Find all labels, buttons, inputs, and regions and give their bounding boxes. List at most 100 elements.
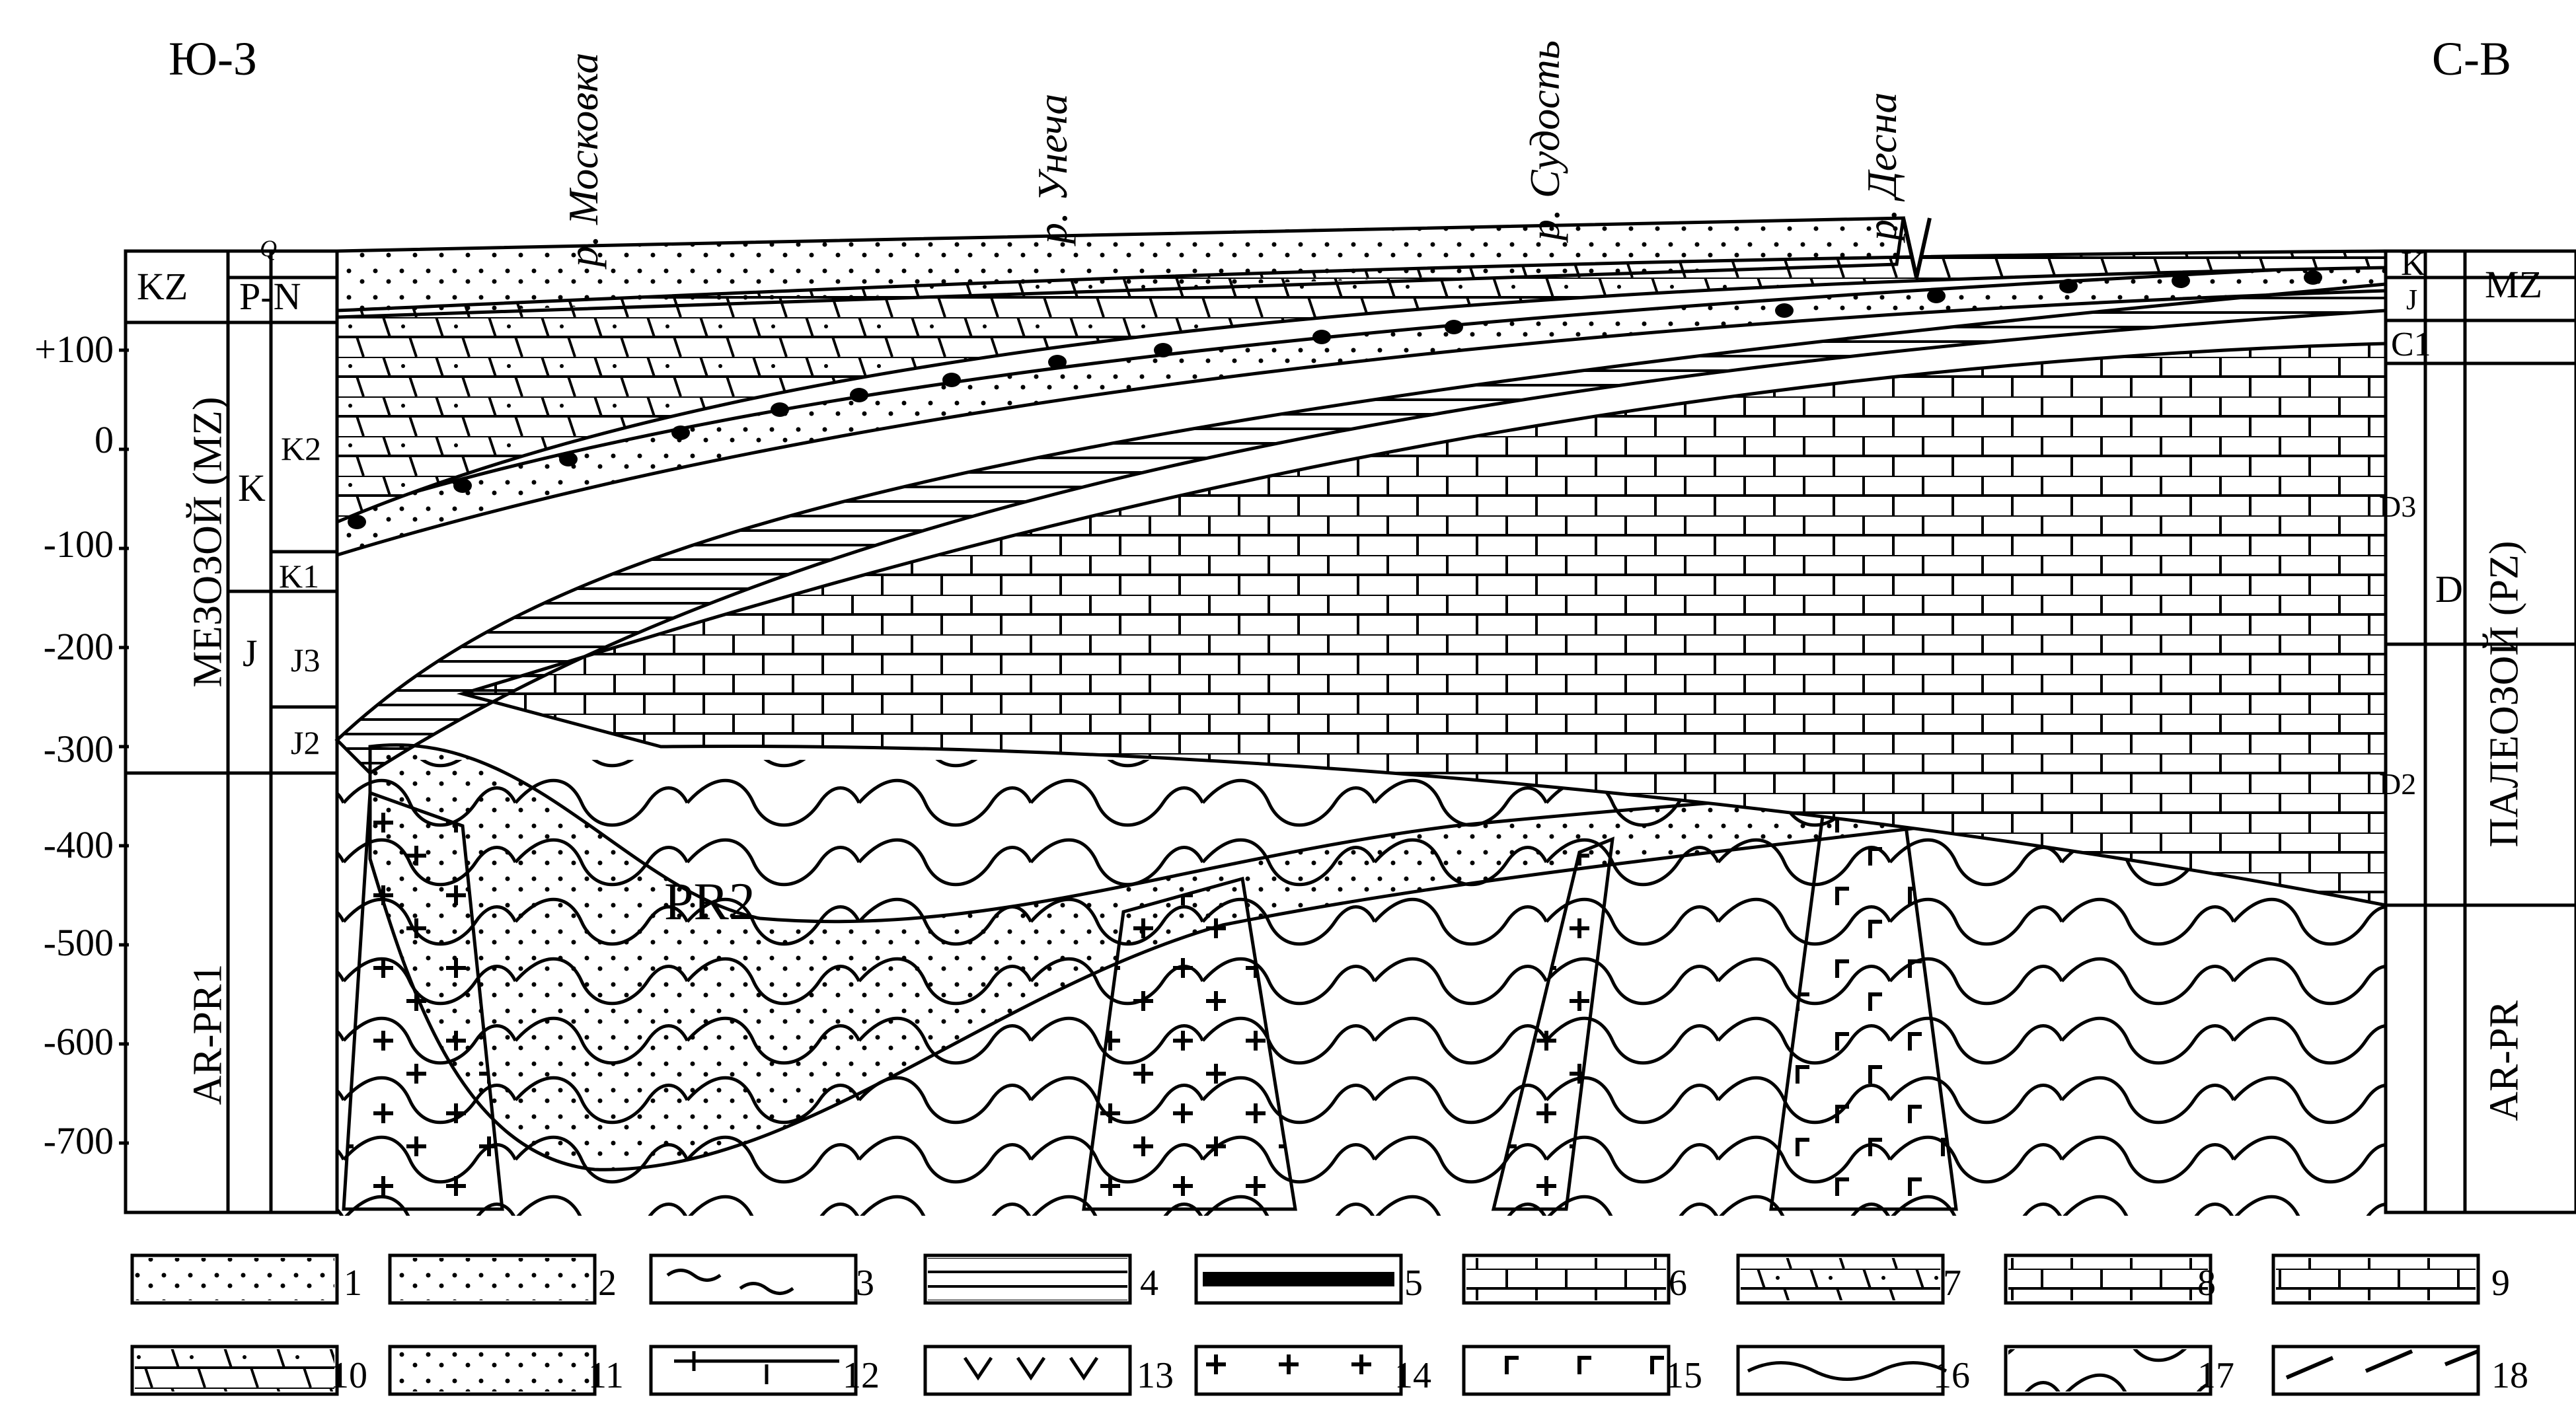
legend-swatch	[1462, 1345, 1671, 1396]
depth-tick: 0	[95, 418, 114, 461]
stage-k2-label: K2	[281, 430, 322, 467]
phosphorite-nodule	[942, 373, 961, 387]
legend-swatch	[130, 1345, 339, 1396]
river-label-unecha: р. Унеча	[1029, 93, 1076, 244]
legend-fill	[2276, 1349, 2476, 1391]
era-kz-label: KZ	[137, 265, 188, 308]
legend-volcanic	[963, 1356, 1099, 1381]
legend-swatch	[649, 1345, 858, 1396]
system-j-label: J	[243, 632, 258, 675]
depth-tick: +100	[34, 328, 114, 371]
era-mz-label: МЕЗОЗОЙ (MZ)	[185, 396, 231, 688]
phosphorite-nodule	[1775, 303, 1794, 318]
legend-fill	[1199, 1349, 1398, 1391]
legend-swatch	[1736, 1253, 1945, 1305]
legend-number: 2	[598, 1263, 617, 1304]
pr2-label: PR2	[664, 873, 755, 931]
column-frame	[2423, 249, 2467, 1214]
phosphorite-nodule	[1048, 355, 1067, 369]
phosphorite-nodule	[850, 388, 868, 402]
legend-swatch	[388, 1345, 597, 1396]
phosphorite-nodule	[559, 452, 578, 466]
depth-tick: -600	[43, 1020, 114, 1063]
right-era-ar-label: AR-PR	[2481, 1000, 2527, 1121]
phosphorite-nodule	[1445, 320, 1463, 334]
legend-number: 15	[1665, 1355, 1702, 1396]
right-system-d-label: D	[2435, 568, 2463, 611]
legend-number: 7	[1943, 1263, 1961, 1304]
depth-tick: -200	[43, 625, 114, 668]
legend-number: 14	[1394, 1355, 1431, 1396]
right-system-j-label: J	[2406, 283, 2418, 316]
system-q-label: Q	[260, 235, 277, 262]
legend-number: 8	[2197, 1263, 2216, 1304]
legend-swatch	[2004, 1253, 2213, 1305]
phosphorite-nodule	[2172, 274, 2190, 288]
legend-dashed	[2285, 1349, 2480, 1380]
legend-number: 13	[1137, 1355, 1174, 1396]
legend-swatch	[1462, 1253, 1671, 1305]
river-label-moskovka: р. Московка	[560, 52, 607, 267]
legend-fill	[1741, 1258, 1940, 1300]
legend-swatch	[923, 1345, 1132, 1396]
legend-number: 1	[344, 1263, 362, 1304]
phosphorite-nodule	[348, 515, 366, 529]
legend-fill	[2008, 1349, 2208, 1391]
legend-fill	[135, 1349, 334, 1391]
subdivision-d2-label: D2	[2379, 767, 2417, 801]
legend-wavy	[666, 1269, 794, 1295]
legend-swatch	[923, 1253, 1132, 1305]
depth-tick: -300	[43, 727, 114, 770]
legend-fill	[2008, 1258, 2208, 1300]
legend-swatch	[649, 1253, 858, 1305]
legend-number: 11	[588, 1355, 624, 1396]
legend-number: 3	[856, 1263, 874, 1304]
right-system-k-label: K	[2401, 245, 2426, 283]
phosphorite-nodule	[771, 402, 789, 417]
right-era-pz-label: ПАЛЕОЗОЙ (PZ)	[2481, 540, 2527, 848]
right-system-c1-label: C1	[2391, 326, 2431, 363]
legend-fill	[1741, 1349, 1940, 1391]
legend-swatch	[2271, 1253, 2480, 1305]
river-valley	[1901, 217, 1932, 278]
phosphorite-nodule	[2059, 279, 2078, 293]
column-frame	[2384, 249, 2427, 1214]
direction-left: Ю-З	[169, 32, 258, 85]
subdivision-d3-label: D3	[2379, 490, 2417, 523]
phosphorite-nodule	[2304, 270, 2322, 285]
depth-tick: -100	[43, 523, 114, 566]
legend-unconformity	[1747, 1361, 1948, 1381]
legend-fill	[1466, 1258, 1666, 1300]
system-pn-label: P-N	[239, 275, 301, 318]
legend-fill	[654, 1258, 853, 1300]
depth-tick: -400	[43, 823, 114, 866]
column-frame	[226, 249, 273, 1214]
legend-fill	[928, 1258, 1127, 1300]
stage-k1-label: K1	[279, 558, 320, 595]
legend-fill	[2276, 1258, 2476, 1300]
legend-swatch	[2004, 1345, 2213, 1396]
column-frame	[2463, 249, 2576, 1214]
column-frame	[269, 249, 339, 1214]
legend-number: 6	[1669, 1263, 1687, 1304]
legend-number: 10	[330, 1355, 367, 1396]
stage-j3-label: J3	[291, 642, 321, 679]
legend-number: 4	[1140, 1263, 1158, 1304]
legend-swatch	[130, 1253, 339, 1305]
legend-fill	[654, 1349, 853, 1391]
phosphorite-nodule	[1154, 343, 1172, 357]
era-ar-label: AR-PR1	[185, 963, 231, 1105]
legend-number: 17	[2197, 1355, 2234, 1396]
legend-swatch	[1194, 1345, 1403, 1396]
legend-fill	[393, 1349, 592, 1391]
legend-number: 16	[1933, 1355, 1970, 1396]
legend-swatch	[1194, 1253, 1403, 1305]
river-label-desna: р. Десна	[1858, 92, 1905, 241]
phosphorite-nodule	[1927, 289, 1946, 303]
river-label-sudost: р. Судость	[1521, 40, 1568, 241]
stage-j2-label: J2	[291, 724, 321, 761]
right-era-mz-label: MZ	[2485, 263, 2542, 306]
legend-number: 9	[2491, 1263, 2510, 1304]
legend-number: 12	[843, 1355, 880, 1396]
